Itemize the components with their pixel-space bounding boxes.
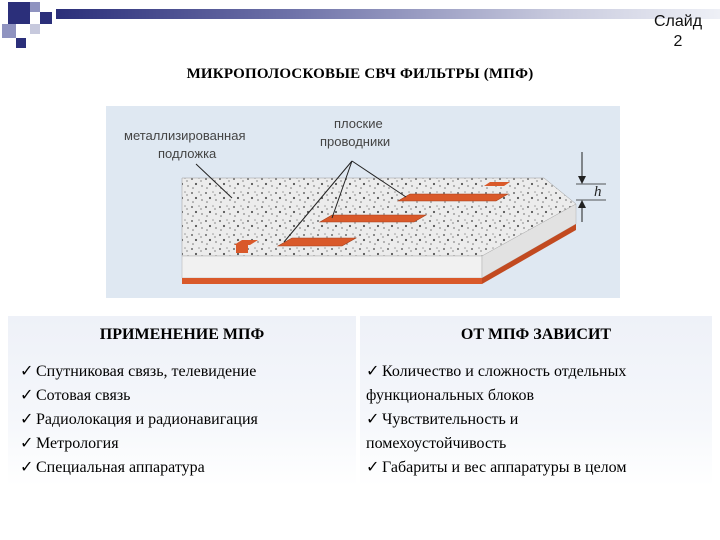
list-item: ✓Спутниковая связь, телевидение [20,360,258,384]
conductor-strip [276,237,358,247]
conductor-strip [318,214,428,223]
dependencies-list: ✓Количество и сложность отдельных функци… [366,360,710,480]
applications-heading: ПРИМЕНЕНИЕ МПФ [99,326,265,343]
list-item-continuation: помехоустойчивость [366,435,507,452]
list-item-text: Специальная аппаратура [36,459,205,476]
substrate-label-line2: подложка [158,146,217,161]
conductors-label-line1: плоские [334,116,383,131]
list-item-text: Сотовая связь [36,387,131,404]
checkmark-icon: ✓ [20,459,34,476]
checkmark-icon: ✓ [366,363,380,380]
conductor-strip [396,193,510,202]
checkmark-icon: ✓ [366,459,380,476]
microstrip-illustration: металлизированная подложка плоские прово… [124,116,606,284]
dependencies-heading: ОТ МПФ ЗАВИСИТ [460,326,612,343]
checkmark-icon: ✓ [20,411,34,428]
list-item-text: Габариты и вес аппаратуры в целом [382,459,627,476]
list-item-text: Радиолокация и радионавигация [36,411,258,428]
list-item: ✓Сотовая связь [20,384,258,408]
page-title: МИКРОПОЛОСКОВЫЕ СВЧ ФИЛЬТРЫ (МПФ) [186,66,534,82]
list-item: ✓Специальная аппаратура [20,456,258,480]
applications-list: ✓Спутниковая связь, телевидение ✓Сотовая… [20,360,258,480]
list-item: ✓Чувствительность и [366,408,710,432]
list-item-text: Метрология [36,435,119,452]
list-item: ✓Габариты и вес аппаратуры в целом [366,456,710,480]
list-item-text: Спутниковая связь, телевидение [36,363,257,380]
list-item: ✓Количество и сложность отдельных [366,360,710,384]
slide-label-number: 2 [673,33,683,50]
height-label: h [594,184,602,200]
microstrip-figure: металлизированная подложка плоские прово… [106,106,620,298]
slide-number: Слайд 2 [640,12,716,52]
slide-label-word: Слайд [653,13,703,30]
dependencies-panel: ОТ МПФ ЗАВИСИТ ✓Количество и сложность о… [360,316,712,486]
conductors-label-line2: проводники [320,134,390,149]
conductor-strip [484,182,510,186]
list-item-continuation: функциональных блоков [366,387,535,404]
list-item: ✓Радиолокация и радионавигация [20,408,258,432]
checkmark-icon: ✓ [20,363,34,380]
applications-panel: ПРИМЕНЕНИЕ МПФ ✓Спутниковая связь, телев… [8,316,356,486]
list-item-text: Чувствительность и [382,411,519,428]
checkmark-icon: ✓ [366,411,380,428]
substrate-label-line1: металлизированная [124,128,246,143]
conductor-strip [234,240,258,245]
list-item: ✓Метрология [20,432,258,456]
checkmark-icon: ✓ [20,435,34,452]
checkmark-icon: ✓ [20,387,34,404]
list-item-text: Количество и сложность отдельных [382,363,627,380]
header-gradient-bar [56,9,720,19]
